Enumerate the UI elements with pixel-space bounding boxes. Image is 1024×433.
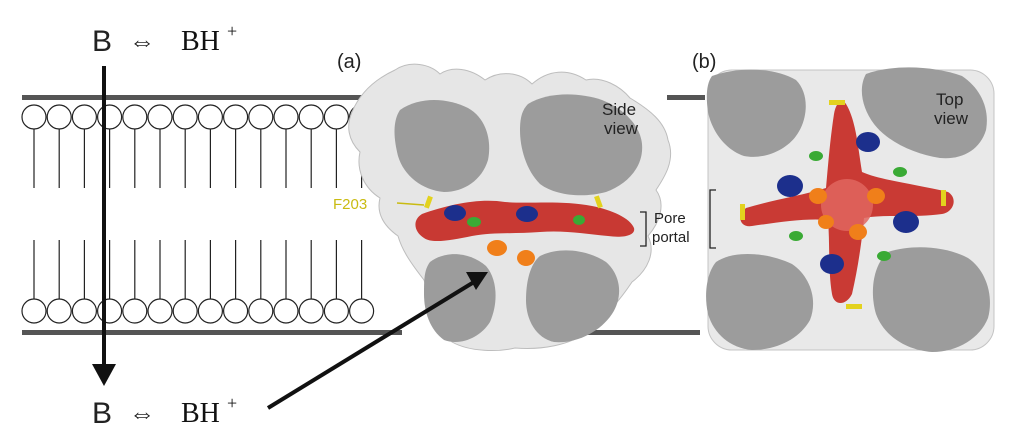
- residue-yellow-side-1: [424, 195, 433, 209]
- portal-label: portal: [652, 229, 690, 246]
- residue-yellow-top-2: [941, 190, 946, 206]
- residue-yellow-top-1: [829, 100, 845, 105]
- protein-core-top-sw: [706, 253, 814, 350]
- panel-a-tag: (a): [337, 51, 361, 73]
- lipid-head-bottom: [21, 298, 47, 324]
- lipid-head-top: [248, 104, 274, 130]
- lipid-head-top: [172, 104, 198, 130]
- lipid-head-bottom: [248, 298, 274, 324]
- residue-yellow-top-4: [740, 204, 745, 220]
- eq-top-base: B: [92, 25, 112, 58]
- lipid-head-bottom: [273, 298, 299, 324]
- protein-core-side-right: [520, 94, 643, 196]
- protein-core-side-bottom-right: [526, 250, 620, 343]
- protein-core-side-left: [394, 100, 490, 192]
- lipid-head-bottom: [223, 298, 249, 324]
- side-view-label-2: view: [604, 119, 639, 138]
- lipid-head-top: [46, 104, 72, 130]
- protein-core-top-nw: [706, 69, 806, 157]
- eq-bottom-charge: +: [227, 393, 237, 413]
- pore-portal-bracket-b: [709, 189, 716, 249]
- lipid-head-bottom: [147, 298, 173, 324]
- lipid-head-bottom: [172, 298, 198, 324]
- lipid-head-bottom: [96, 298, 123, 324]
- top-view-label-2: view: [934, 109, 969, 128]
- residue-yellow-side-2: [594, 195, 603, 209]
- protein-core-top-ne: [861, 67, 987, 159]
- lipid-head-bottom: [349, 298, 375, 324]
- residue-orange-top-3: [849, 224, 867, 240]
- labels: B ⇔ BH + B ⇔ BH + (a) (b) Side view Top …: [92, 21, 969, 430]
- portal-arrow-shaft: [266, 280, 476, 410]
- residue-green-top-3: [789, 231, 803, 241]
- lipid-head-top: [323, 104, 349, 130]
- lipid-bilayer: [21, 95, 705, 335]
- protein-core-top-se: [872, 247, 990, 352]
- residue-blue-top-3: [893, 211, 919, 233]
- membrane-bottom-line-mid: [582, 330, 700, 335]
- eq-top-arrow: ⇔: [129, 26, 155, 56]
- diffusion-arrow-head: [92, 364, 116, 386]
- lipid-head-bottom: [71, 298, 98, 324]
- residue-green-top-4: [877, 251, 891, 261]
- lipid-head-top: [71, 104, 98, 130]
- residue-orange-side-1: [487, 240, 507, 256]
- annotations: [396, 189, 716, 249]
- channel-top-view: [706, 67, 995, 352]
- lipid-head-bottom: [122, 298, 148, 324]
- residue-green-top-1: [809, 151, 823, 161]
- residue-green-top-2: [893, 167, 907, 177]
- lipid-head-bottom: [323, 298, 349, 324]
- f203-label: F203: [333, 196, 367, 213]
- pore-portal-bracket-a: [640, 211, 647, 247]
- lipid-head-bottom: [197, 298, 223, 324]
- lipid-head-top: [122, 104, 148, 130]
- lipid-head-bottom: [298, 298, 324, 324]
- lipid-head-top: [273, 104, 299, 130]
- panel-b-tag: (b): [692, 51, 716, 73]
- membrane-top-line: [22, 95, 368, 100]
- arrows: [92, 66, 488, 410]
- lipid-head-bottom: [46, 298, 72, 324]
- eq-bottom-acid: BH: [181, 398, 220, 429]
- top-view-label-1: Top: [936, 90, 963, 109]
- residue-blue-top-2: [777, 175, 803, 197]
- lipid-head-top: [147, 104, 173, 130]
- residue-orange-top-1: [809, 188, 827, 204]
- side-view-label-1: Side: [602, 100, 636, 119]
- lipid-head-top: [298, 104, 324, 130]
- residue-orange-top-4: [818, 215, 834, 229]
- membrane-bottom-line: [22, 330, 402, 335]
- lipid-head-top: [96, 104, 123, 130]
- lipid-head-top: [197, 104, 223, 130]
- membrane-top-line-right: [667, 95, 705, 100]
- pore-center-top: [821, 179, 873, 231]
- residue-blue-top-1: [856, 132, 880, 152]
- lipid-heads-top: [21, 104, 375, 188]
- residue-yellow-top-3: [846, 304, 862, 309]
- eq-top-charge: +: [227, 21, 237, 41]
- pore-label: Pore: [654, 210, 686, 227]
- residue-orange-side-2: [517, 250, 535, 266]
- residue-green-side-1: [467, 217, 481, 227]
- eq-bottom-base: B: [92, 397, 112, 430]
- lipid-head-top: [21, 104, 47, 130]
- lipid-heads-bottom: [21, 240, 375, 324]
- residue-blue-side-2: [516, 206, 538, 222]
- residue-blue-top-4: [820, 254, 844, 274]
- eq-bottom-arrow: ⇔: [129, 398, 155, 428]
- residue-green-side-2: [573, 215, 585, 225]
- residue-orange-top-2: [867, 188, 885, 204]
- portal-arrow-head: [466, 272, 488, 290]
- lipid-head-top: [223, 104, 249, 130]
- eq-top-acid: BH: [181, 26, 220, 57]
- residue-blue-side-1: [444, 205, 466, 221]
- channel-side-view: [348, 63, 672, 351]
- f203-leader-line: [396, 202, 425, 206]
